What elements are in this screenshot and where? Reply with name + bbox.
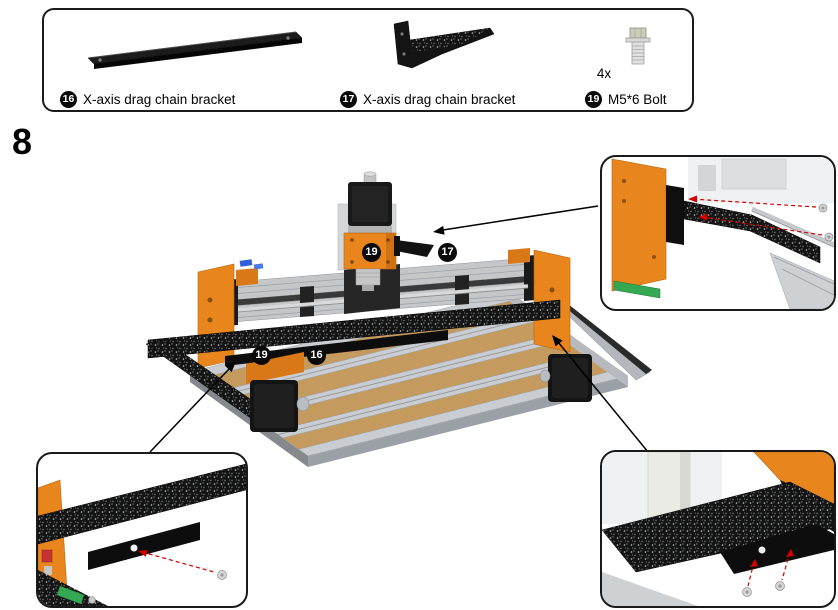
front-left-motor [246, 352, 310, 432]
part-17-label: X-axis drag chain bracket [363, 91, 516, 107]
x-gantry-beam [226, 248, 536, 326]
callout-badge-16: 16 [307, 346, 326, 365]
part-19-badge: 19 [585, 90, 602, 108]
detail-coupler [88, 596, 96, 604]
leader-arrow-to-right-corner [552, 335, 649, 453]
part-16-image [87, 31, 303, 69]
x-carriage-plate [344, 264, 400, 314]
detail-orange-plate [611, 158, 667, 292]
part-19-bolt-image [625, 27, 651, 65]
legend-item-17: 17 X-axis drag chain bracket [340, 90, 515, 108]
detail-bottom-right-scene [602, 452, 834, 606]
detail-bracket-16 [88, 522, 200, 570]
machine-bed [189, 291, 629, 467]
callout-badge-17: 17 [438, 243, 457, 262]
detail-inset-bottom-right [600, 450, 836, 608]
part-16-badge: 16 [60, 90, 77, 108]
drag-chain-bracket-17-mounted [394, 236, 434, 257]
right-side-plate [533, 249, 571, 353]
detail-linear-rail [613, 280, 661, 299]
detail-bracket-16-right [720, 524, 834, 574]
detail-granite-beam [38, 463, 246, 545]
detail-bolt-guides-right [742, 549, 794, 597]
x-granite-beam [147, 299, 561, 359]
detail-inset-bottom-left [36, 452, 248, 608]
detail-granite-beam-right [602, 481, 834, 573]
part-16-label: X-axis drag chain bracket [83, 91, 236, 107]
leader-arrow-to-left-corner [149, 361, 236, 453]
callout-badge-19-spindle: 19 [362, 243, 381, 262]
part-19-label: M5*6 Bolt [608, 91, 667, 107]
parts-legend-illustrations [87, 20, 651, 69]
detail-top-right-scene [611, 157, 834, 309]
detail-bottom-left-scene [38, 463, 246, 606]
leader-arrow-to-spindle [433, 205, 599, 235]
step-number: 8 [12, 121, 33, 162]
detail-bed-surface [602, 572, 698, 606]
legend-item-19: 19 M5*6 Bolt [585, 90, 667, 108]
detail-bolt-guides [688, 195, 834, 242]
callout-badge-19-beam: 19 [252, 346, 271, 365]
detail-orange-plate-right [753, 452, 834, 507]
bolt-quantity: 4x [596, 66, 612, 81]
detail-bracket-17 [666, 185, 821, 264]
detail-bolt-guide [138, 550, 227, 580]
detail-inset-top-right [600, 155, 836, 311]
parts-legend: 4x 16 X-axis drag chain bracket 17 X-axi… [42, 8, 694, 112]
right-motor [539, 354, 592, 402]
left-side-plate [197, 263, 235, 369]
part-17-badge: 17 [340, 90, 357, 108]
part-17-image [393, 20, 495, 69]
detail-rail-green [56, 585, 85, 605]
legend-item-16: 16 X-axis drag chain bracket [60, 90, 235, 108]
spindle-assembly [343, 171, 434, 291]
